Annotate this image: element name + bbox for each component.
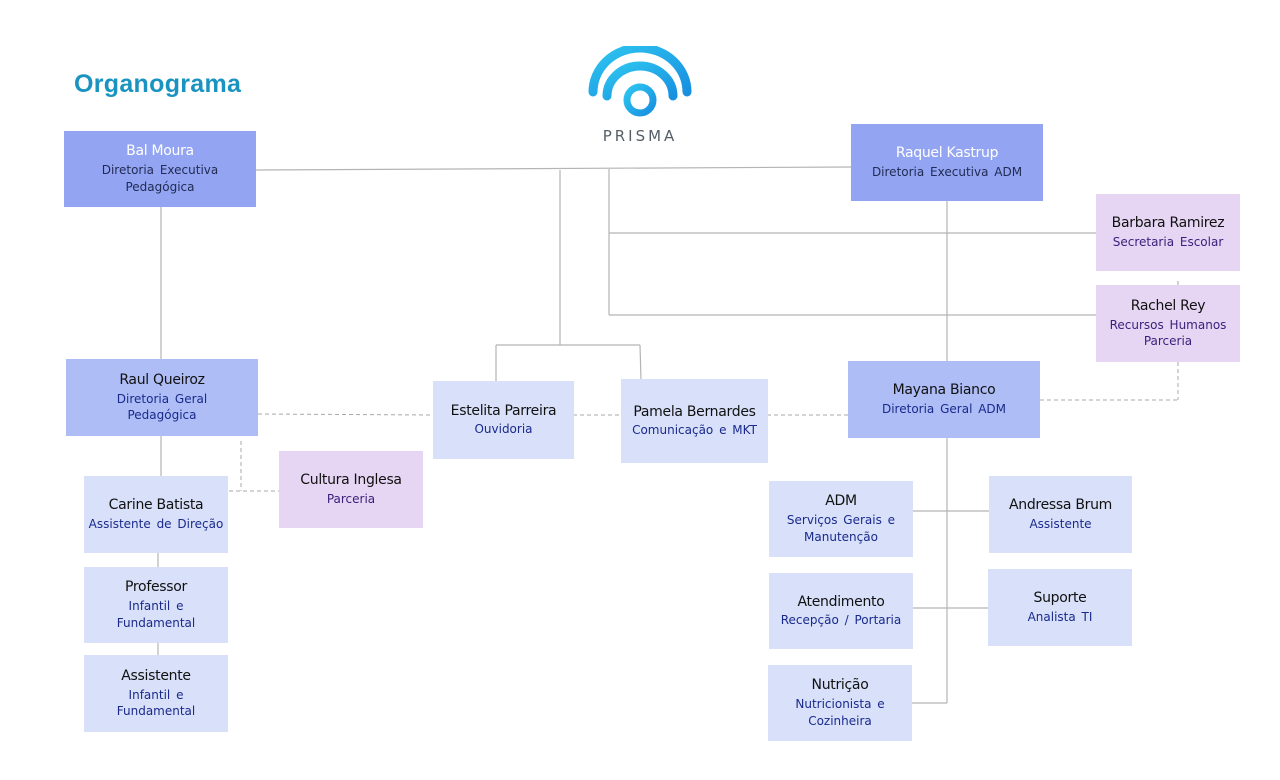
prisma-logo-icon bbox=[588, 46, 692, 124]
node-nutricao: Nutrição Nutricionista e Cozinheira bbox=[768, 665, 912, 741]
node-name: Nutrição bbox=[811, 677, 869, 694]
node-bal-moura: Bal Moura Diretoria Executiva Pedagógica bbox=[64, 131, 256, 207]
node-pamela-bernardes: Pamela Bernardes Comunicação e MKT bbox=[621, 379, 768, 463]
node-name: Barbara Ramirez bbox=[1111, 215, 1225, 232]
node-name: Bal Moura bbox=[126, 143, 194, 160]
node-atendimento: Atendimento Recepção / Portaria bbox=[769, 573, 913, 649]
node-role: Diretoria Geral Pedagógica bbox=[116, 391, 208, 423]
node-role: Assistente de Direção bbox=[88, 516, 224, 531]
node-name: Pamela Bernardes bbox=[633, 403, 756, 420]
node-role: Parceria bbox=[326, 491, 376, 506]
node-role: Analista TI bbox=[1027, 609, 1093, 624]
node-mayana-bianco: Mayana Bianco Diretoria Geral ADM bbox=[848, 361, 1040, 438]
node-estelita-parreira: Estelita Parreira Ouvidoria bbox=[433, 381, 574, 459]
node-andressa-brum: Andressa Brum Assistente bbox=[989, 476, 1132, 553]
node-role: Recepção / Portaria bbox=[780, 613, 902, 628]
node-suporte: Suporte Analista TI bbox=[988, 569, 1132, 646]
node-role: Secretaria Escolar bbox=[1112, 234, 1224, 249]
node-role: Infantil e Fundamental bbox=[116, 599, 196, 630]
node-name: Estelita Parreira bbox=[450, 402, 557, 419]
node-role: Diretoria Geral ADM bbox=[881, 401, 1007, 416]
node-name: Raul Queiroz bbox=[119, 371, 205, 388]
node-role: Nutricionista e Cozinheira bbox=[795, 697, 885, 728]
node-name: Cultura Inglesa bbox=[300, 472, 402, 489]
node-name: ADM bbox=[825, 493, 857, 510]
node-role-secondary: Parceria bbox=[1143, 334, 1193, 349]
node-adm: ADM Serviços Gerais e Manutenção bbox=[769, 481, 913, 557]
logo-text: PRISMA bbox=[602, 127, 678, 145]
node-assistente: Assistente Infantil e Fundamental bbox=[84, 655, 228, 732]
node-name: Carine Batista bbox=[108, 497, 204, 514]
node-professor: Professor Infantil e Fundamental bbox=[84, 567, 228, 643]
node-name: Professor bbox=[125, 579, 187, 596]
node-name: Assistente bbox=[121, 667, 191, 684]
node-role: Comunicação e MKT bbox=[632, 423, 757, 438]
node-name: Atendimento bbox=[797, 593, 885, 610]
node-name: Raquel Kastrup bbox=[895, 145, 999, 162]
node-role: Infantil e Fundamental bbox=[116, 687, 196, 719]
page-title: Organograma bbox=[74, 70, 242, 98]
node-name: Andressa Brum bbox=[1009, 497, 1112, 514]
node-raquel-kastrup: Raquel Kastrup Diretoria Executiva ADM bbox=[851, 124, 1043, 201]
node-barbara-ramirez: Barbara Ramirez Secretaria Escolar bbox=[1096, 194, 1240, 271]
node-role: Ouvidoria bbox=[474, 422, 533, 437]
node-role: Diretoria Executiva Pedagógica bbox=[101, 163, 219, 194]
node-name: Mayana Bianco bbox=[892, 382, 996, 399]
node-carine-batista: Carine Batista Assistente de Direção bbox=[84, 476, 228, 553]
node-raul-queiroz: Raul Queiroz Diretoria Geral Pedagógica bbox=[66, 359, 258, 436]
node-role: Recursos Humanos bbox=[1109, 317, 1227, 332]
node-rachel-rey: Rachel Rey Recursos Humanos Parceria bbox=[1096, 285, 1240, 362]
node-role: Assistente bbox=[1029, 516, 1092, 531]
node-name: Suporte bbox=[1033, 590, 1087, 607]
node-name: Rachel Rey bbox=[1130, 297, 1206, 314]
node-role: Serviços Gerais e Manutenção bbox=[786, 513, 896, 544]
node-role: Diretoria Executiva ADM bbox=[871, 164, 1023, 179]
node-cultura-inglesa: Cultura Inglesa Parceria bbox=[279, 451, 423, 528]
